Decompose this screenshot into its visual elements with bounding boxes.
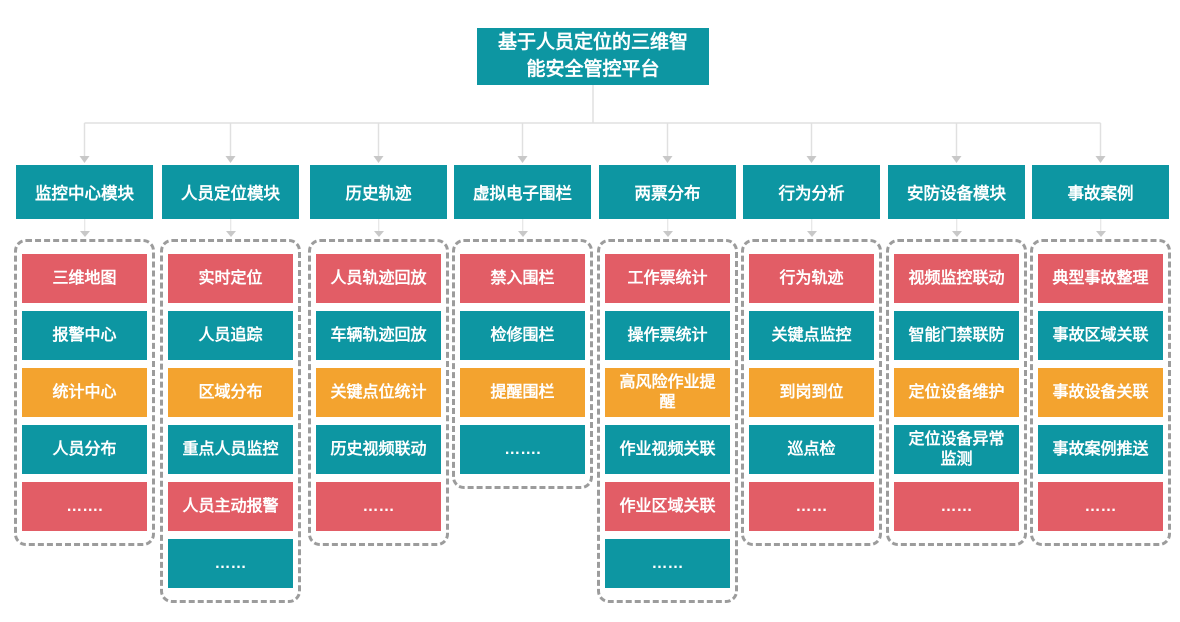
module-item: 巡点检 [749,425,874,474]
module-item: ……. [22,482,147,531]
module-header: 历史轨迹 [310,165,447,219]
module-item: 人员分布 [22,425,147,474]
module-item: 事故区域关联 [1038,311,1163,360]
module-item: 重点人员监控 [168,425,293,474]
module-box: 人员轨迹回放车辆轨迹回放关键点位统计历史视频联动 …… [308,239,449,546]
down-arrow-icon [597,219,738,239]
module-item: 典型事故整理 [1038,254,1163,303]
module-item: …… [605,539,730,588]
down-arrow-icon [14,219,155,239]
module-item: 作业视频关联 [605,425,730,474]
module-item: 关键点监控 [749,311,874,360]
module-item: 检修围栏 [460,311,585,360]
module-header: 虚拟电子围栏 [454,165,591,219]
module-item: 定位设备异常 监测 [894,425,1019,474]
module-header: 两票分布 [599,165,736,219]
module-header: 监控中心模块 [16,165,153,219]
module-item: 人员主动报警 [168,482,293,531]
module-box: 典型事故整理事故区域关联事故设备关联事故案例推送 …… [1030,239,1171,546]
module-box: 实时定位人员追踪区域分布重点人员监控人员主动报警 …… [160,239,301,603]
module-item: …… [1038,482,1163,531]
module-header: 行为分析 [743,165,880,219]
module-item: …… [168,539,293,588]
module-header: 事故案例 [1032,165,1169,219]
module-item: 关键点位统计 [316,368,441,417]
module-item: 报警中心 [22,311,147,360]
module-item: 统计中心 [22,368,147,417]
module-item: 视频监控联动 [894,254,1019,303]
module-item: 人员追踪 [168,311,293,360]
module-item: 事故设备关联 [1038,368,1163,417]
down-arrow-icon [160,219,301,239]
module-item: 历史视频联动 [316,425,441,474]
module-item: ……. [460,425,585,474]
root-node: 基于人员定位的三维智 能安全管控平台 [477,28,709,85]
down-arrow-icon [1030,219,1171,239]
module-box: 禁入围栏检修围栏提醒围栏 ……. [452,239,593,489]
module-column: 事故案例典型事故整理事故区域关联事故设备关联事故案例推送 …… [1030,165,1171,546]
module-item: …… [316,482,441,531]
down-arrow-icon [886,219,1027,239]
module-item: 三维地图 [22,254,147,303]
module-item: 到岗到位 [749,368,874,417]
module-column: 人员定位模块实时定位人员追踪区域分布重点人员监控人员主动报警 …… [160,165,301,603]
module-box: 视频监控联动智能门禁联防定位设备维护定位设备异常 监测 …… [886,239,1027,546]
module-item: …… [894,482,1019,531]
module-column: 安防设备模块视频监控联动智能门禁联防定位设备维护定位设备异常 监测 …… [886,165,1027,546]
module-item: 实时定位 [168,254,293,303]
down-arrow-icon [452,219,593,239]
module-item: 提醒围栏 [460,368,585,417]
module-column: 行为分析行为轨迹关键点监控到岗到位巡点检 …… [741,165,882,546]
module-box: 工作票统计操作票统计高风险作业提 醒作业视频关联作业区域关联 …… [597,239,738,603]
module-item: 事故案例推送 [1038,425,1163,474]
module-item: 禁入围栏 [460,254,585,303]
module-header: 安防设备模块 [888,165,1025,219]
module-column: 虚拟电子围栏禁入围栏检修围栏提醒围栏 ……. [452,165,593,489]
module-item: 行为轨迹 [749,254,874,303]
module-item: 工作票统计 [605,254,730,303]
module-item: 操作票统计 [605,311,730,360]
module-item: 定位设备维护 [894,368,1019,417]
module-item: 区域分布 [168,368,293,417]
module-column: 历史轨迹人员轨迹回放车辆轨迹回放关键点位统计历史视频联动 …… [308,165,449,546]
module-box: 行为轨迹关键点监控到岗到位巡点检 …… [741,239,882,546]
module-column: 两票分布工作票统计操作票统计高风险作业提 醒作业视频关联作业区域关联 …… [597,165,738,603]
module-box: 三维地图报警中心统计中心人员分布 ……. [14,239,155,546]
module-item: 作业区域关联 [605,482,730,531]
module-item: 人员轨迹回放 [316,254,441,303]
down-arrow-icon [741,219,882,239]
module-item: 车辆轨迹回放 [316,311,441,360]
module-item: 智能门禁联防 [894,311,1019,360]
module-header: 人员定位模块 [162,165,299,219]
module-item: …… [749,482,874,531]
module-item: 高风险作业提 醒 [605,368,730,417]
down-arrow-icon [308,219,449,239]
module-column: 监控中心模块三维地图报警中心统计中心人员分布 ……. [14,165,155,546]
